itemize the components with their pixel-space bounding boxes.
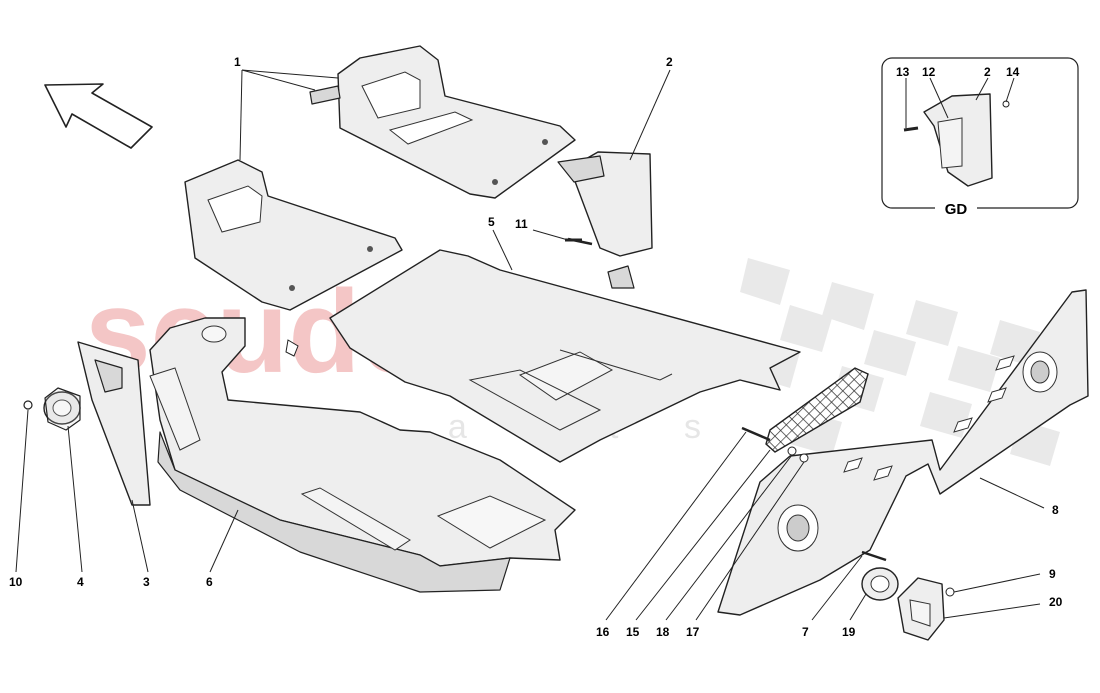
clip-18 (787, 446, 797, 456)
callout-9: 9 (1049, 567, 1056, 581)
side-panel-3 (77, 341, 151, 506)
floor-carpet-rear (329, 249, 801, 463)
fastener-10 (23, 400, 33, 410)
speaker-19 (861, 567, 899, 601)
floor-mat-lower (184, 159, 403, 311)
inset-label-group: GD (935, 199, 977, 218)
fastener-9 (945, 587, 955, 597)
callout-18: 18 (656, 625, 670, 639)
clip-center (285, 339, 299, 357)
screw-11 (567, 237, 593, 246)
callout-8: 8 (1052, 503, 1059, 517)
callout-6: 6 (206, 575, 213, 589)
floor-carpet-front (149, 317, 576, 593)
screw-7 (861, 550, 887, 562)
callout-11: 11 (515, 217, 528, 231)
callout-2: 2 (666, 55, 673, 69)
storage-net-16 (765, 367, 869, 453)
callout-19: 19 (842, 625, 856, 639)
floor-mat-upper (309, 45, 576, 199)
callout-5: 5 (488, 215, 495, 229)
screw-15 (741, 426, 771, 442)
trim-panel-2 (557, 151, 653, 289)
callout-3: 3 (143, 575, 150, 589)
speaker-cover-20 (897, 577, 945, 641)
inset-label: GD (945, 201, 968, 218)
clip-17 (799, 453, 809, 463)
leader-lines (15, 69, 1045, 621)
callout-1: 1 (234, 55, 241, 69)
callout-20: 20 (1049, 595, 1063, 609)
callout-13: 13 (896, 65, 910, 79)
inset-detail-gd (881, 57, 1079, 209)
callout-17: 17 (686, 625, 700, 639)
callout-14: 14 (1006, 65, 1020, 79)
callout-15: 15 (626, 625, 640, 639)
callout-12: 12 (922, 65, 936, 79)
rear-trim-panel-8 (717, 289, 1089, 616)
callout-10: 10 (9, 575, 23, 589)
callout-7: 7 (802, 625, 809, 639)
callout-4: 4 (77, 575, 84, 589)
direction-arrow-icon (44, 83, 153, 149)
speaker-4 (43, 387, 81, 431)
callout-16: 16 (596, 625, 610, 639)
callout-2-inset: 2 (984, 65, 991, 79)
